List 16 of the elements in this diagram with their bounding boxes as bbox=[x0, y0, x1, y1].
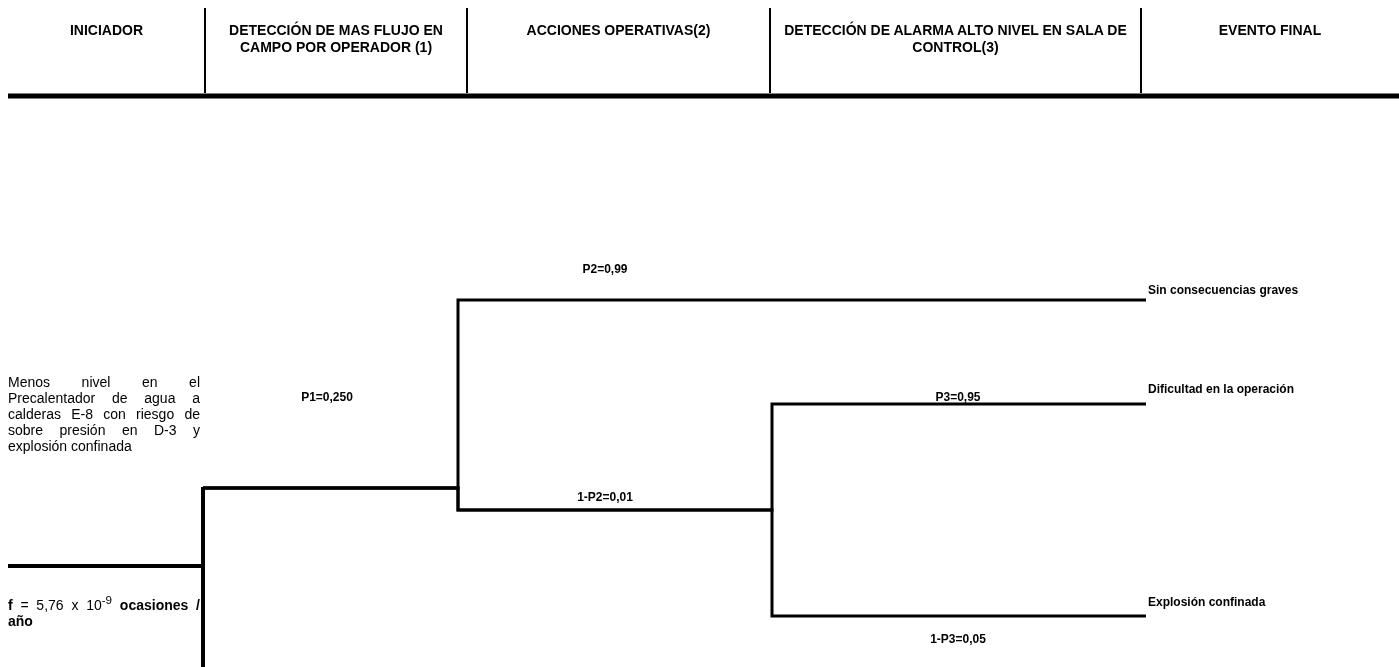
column-header: ACCIONES OPERATIVAS(2) bbox=[526, 22, 711, 39]
outcome-text: Dificultad en la operación bbox=[1148, 381, 1398, 397]
outcome-text: Sin consecuencias graves bbox=[1148, 282, 1398, 298]
column-header: INICIADOR bbox=[69, 22, 144, 39]
initiating-event-text: Menos nivel en el Precalentador de agua a calderas E-8 con riesgo de sobre presión en D-3 y explosión confinada bbox=[8, 374, 200, 454]
column-header: DETECCIÓN DE ALARMA ALTO NIVEL EN SALA DE CONTROL(3) bbox=[784, 22, 1127, 56]
probability-label: P3=0,95 bbox=[935, 390, 981, 404]
event-tree-branch bbox=[203, 486, 1146, 618]
column-header: DETECCIÓN DE MAS FLUJO EN CAMPO POR OPERADOR (1) bbox=[228, 22, 444, 56]
probability-label: P1=0,250 bbox=[301, 390, 353, 404]
probability-label: P2=0,99 bbox=[582, 262, 628, 276]
probability-label: 1-P3=0,05 bbox=[930, 632, 986, 646]
column-header: EVENTO FINAL bbox=[1218, 22, 1322, 39]
probability-label: 1-P2=0,01 bbox=[577, 490, 633, 504]
frequency-text: f = 5,76 x 10$^{-9}$ ocasiones / año bbox=[8, 592, 200, 629]
outcome-text: Explosión confinada bbox=[1148, 594, 1398, 610]
